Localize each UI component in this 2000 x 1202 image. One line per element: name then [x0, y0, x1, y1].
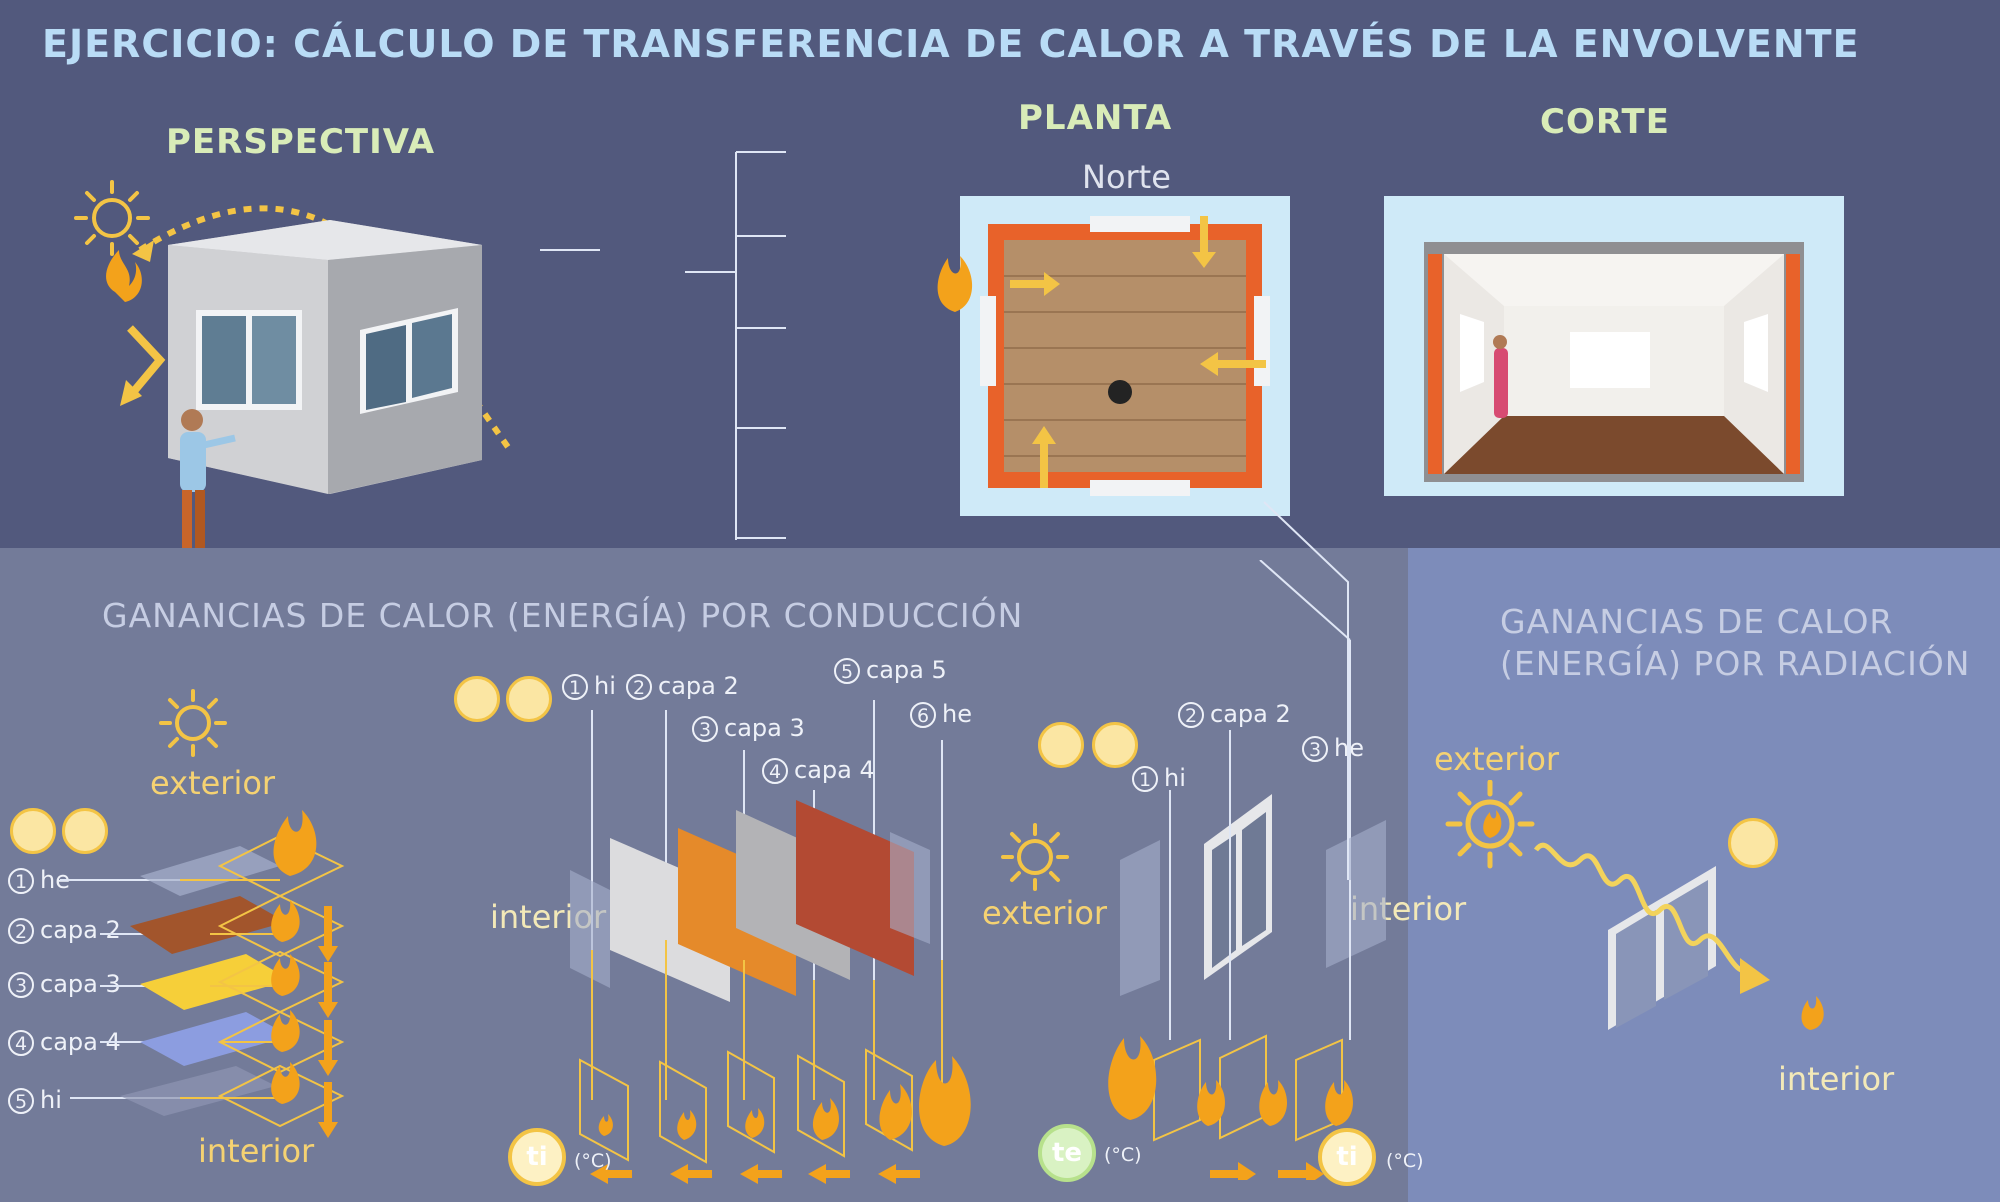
wall-exterior-label: exterior	[982, 894, 1108, 932]
layers-icon	[62, 808, 108, 854]
sun-icon	[1001, 823, 1069, 891]
radiation-title-line1: GANANCIAS DE CALOR	[1500, 602, 1894, 641]
planta-title: PLANTA	[1018, 98, 1173, 138]
window-layers-illustration	[1108, 560, 1386, 1180]
roof-exterior-label: exterior	[150, 764, 276, 802]
radiation-exterior-label: exterior	[1434, 740, 1560, 778]
fire-icon	[937, 256, 973, 312]
page-title: EJERCICIO: CÁLCULO DE TRANSFERENCIA DE C…	[42, 22, 1860, 66]
layers-icon	[1038, 722, 1084, 768]
ti-badge-right: ti	[1318, 1128, 1376, 1186]
perspective-illustration	[74, 180, 513, 550]
corte-title: CORTE	[1540, 102, 1670, 142]
roof-layers-illustration	[60, 810, 345, 1138]
radiation-interior-label: interior	[1778, 1060, 1895, 1098]
perspectiva-title: PERSPECTIVA	[166, 122, 436, 162]
radiation-title-line2: (ENERGÍA) POR RADIACIÓN	[1500, 644, 1971, 683]
norte-label: Norte	[1082, 158, 1171, 196]
sun-icon	[74, 180, 150, 256]
sun-icon	[1445, 780, 1535, 869]
person-illustration	[180, 409, 236, 550]
ti-unit-right: (°C)	[1386, 1150, 1424, 1172]
house-icon	[10, 808, 56, 854]
sun-icon	[159, 689, 227, 757]
layers-icon	[506, 676, 552, 722]
window-icon	[1092, 722, 1138, 768]
corte-illustration	[1384, 196, 1844, 496]
ti-badge-left: ti	[508, 1128, 566, 1186]
radiation-illustration	[1445, 780, 1824, 1030]
te-badge: te	[1038, 1124, 1096, 1182]
roof-interior-label: interior	[198, 1132, 315, 1170]
window-icon	[1728, 818, 1778, 868]
fire-icon	[106, 250, 142, 302]
house-icon	[454, 676, 500, 722]
ti-unit-left: (°C)	[574, 1150, 612, 1172]
conduction-title: GANANCIAS DE CALOR (ENERGÍA) POR CONDUCC…	[102, 596, 1024, 635]
measure-ticks	[540, 151, 786, 540]
planta-illustration	[960, 196, 1290, 516]
te-unit: (°C)	[1104, 1144, 1142, 1166]
wall-layers-illustration	[570, 700, 971, 1184]
connector-line	[1263, 501, 1349, 880]
